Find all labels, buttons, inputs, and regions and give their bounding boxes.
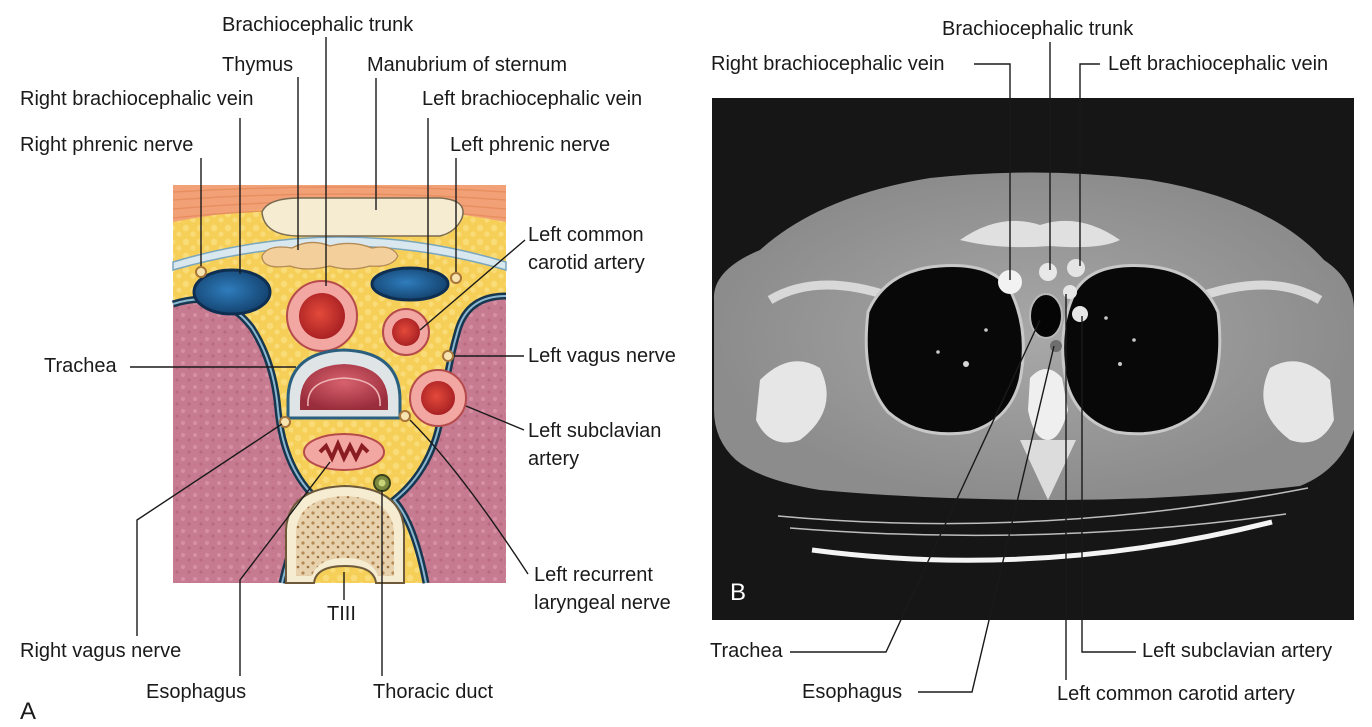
label-a-left-common-carotid-1: Left common [528,224,644,246]
label-a-left-brachiocephalic-vein: Left brachiocephalic vein [422,88,643,110]
ct-left-brachiocephalic-vein [1067,259,1085,277]
label-a-left-vagus-nerve: Left vagus nerve [528,345,676,367]
label-a-thymus: Thymus [222,54,294,76]
label-a-right-vagus-nerve: Right vagus nerve [20,640,182,662]
label-a-vertebra: TIII [327,603,356,625]
label-a-left-phrenic-nerve: Left phrenic nerve [450,134,611,156]
label-b-right-brachiocephalic-vein: Right brachiocephalic vein [711,53,945,75]
panel-a-illustration [171,185,507,584]
label-a-trachea: Trachea [44,355,117,377]
label-b-brachiocephalic-trunk: Brachiocephalic trunk [942,18,1134,40]
ct-left-lung [1062,265,1220,434]
ct-right-brachiocephalic-vein [998,270,1022,294]
ct-brachiocephalic-trunk [1039,263,1057,281]
left-phrenic-nerve-shape [450,272,462,284]
ct-esophagus [1050,340,1062,352]
label-a-left-common-carotid-2: carotid artery [528,252,645,274]
label-a-esophagus: Esophagus [146,681,247,703]
left-recurrent-nerve-shape [399,410,411,422]
label-b-left-common-carotid-artery: Left common carotid artery [1057,683,1295,705]
label-a-left-recurrent-2: laryngeal nerve [534,592,671,614]
panel-a-leader-lines [130,37,529,676]
panel-b-letter: B [730,579,747,606]
label-a-left-recurrent-1: Left recurrent [534,564,653,586]
ct-left-common-carotid [1063,285,1077,299]
left-lung [396,298,506,583]
right-lung [173,301,316,583]
ct-trachea [1029,293,1063,339]
label-a-left-subclavian-2: artery [528,448,580,470]
label-a-thoracic-duct: Thoracic duct [373,681,494,703]
ct-left-subclavian [1072,306,1088,322]
panel-b-leader-lines [790,42,1136,693]
label-a-manubrium: Manubrium of sternum [367,54,568,76]
label-a-right-brachiocephalic-vein: Right brachiocephalic vein [20,88,254,110]
ct-table [811,519,1273,563]
label-b-left-brachiocephalic-vein: Left brachiocephalic vein [1108,53,1329,75]
label-a-left-subclavian-1: Left subclavian [528,420,662,442]
ct-vertebra [1028,369,1068,440]
label-b-esophagus: Esophagus [802,681,903,703]
right-phrenic-nerve-shape [195,266,207,278]
label-a-brachiocephalic-trunk: Brachiocephalic trunk [222,14,414,36]
esophagus-shape [303,433,385,471]
thymus-shape [261,241,399,270]
panel-b-ct-scan [712,98,1354,620]
right-vagus-nerve-shape [279,416,291,428]
left-vagus-nerve-shape [442,350,454,362]
label-b-trachea: Trachea [710,640,783,662]
label-a-right-phrenic-nerve: Right phrenic nerve [20,134,194,156]
manubrium-shape [261,197,464,237]
right-brachiocephalic-vein-shape [192,268,272,316]
panel-a-letter: A [20,698,37,725]
left-brachiocephalic-vein-shape [370,266,450,302]
ct-right-lung [866,265,1024,434]
ct-body-soft-tissue [713,172,1354,500]
label-b-left-subclavian-artery: Left subclavian artery [1142,640,1333,662]
